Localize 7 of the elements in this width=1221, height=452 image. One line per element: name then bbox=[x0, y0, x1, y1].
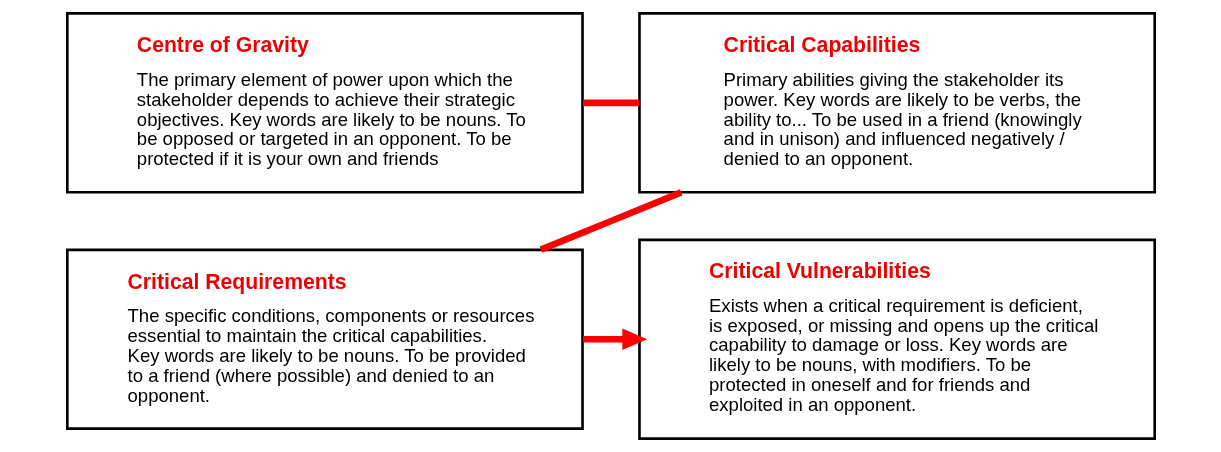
node-box: Critical Vulnerabilities Exists when a critical requirement is deficient, is exposed, or missing and opens up the critical capability to damage or loss. Key words are likely to be nouns, with modifiers. To be protected in oneself and for friends and exploited in an opponent. bbox=[637, 238, 1156, 440]
node-box: Centre of Gravity The primary element of power upon which the stakeholder depends to achieve their strategic objectives. Key words are likely to be nouns. To be opposed or targeted in an opponent. To be protected if it is your own and friends bbox=[65, 12, 584, 194]
connector bbox=[582, 99, 639, 107]
node-box: Critical Capabilities Primary abilities giving the stakeholder its power. Key words are likely to be verbs, the ability to... To be used in a friend (knowingly and in unison) and influenced negatively / denied to an opponent. bbox=[637, 12, 1156, 194]
node-box: Critical Requirements The specific conditions, components or resources essential to maintain the critical capabilities. Key words are likely to be nouns. To be provided to a friend (where possible) and denied to an opponent. bbox=[65, 248, 584, 430]
arrow bbox=[582, 328, 647, 351]
connector bbox=[539, 189, 682, 253]
